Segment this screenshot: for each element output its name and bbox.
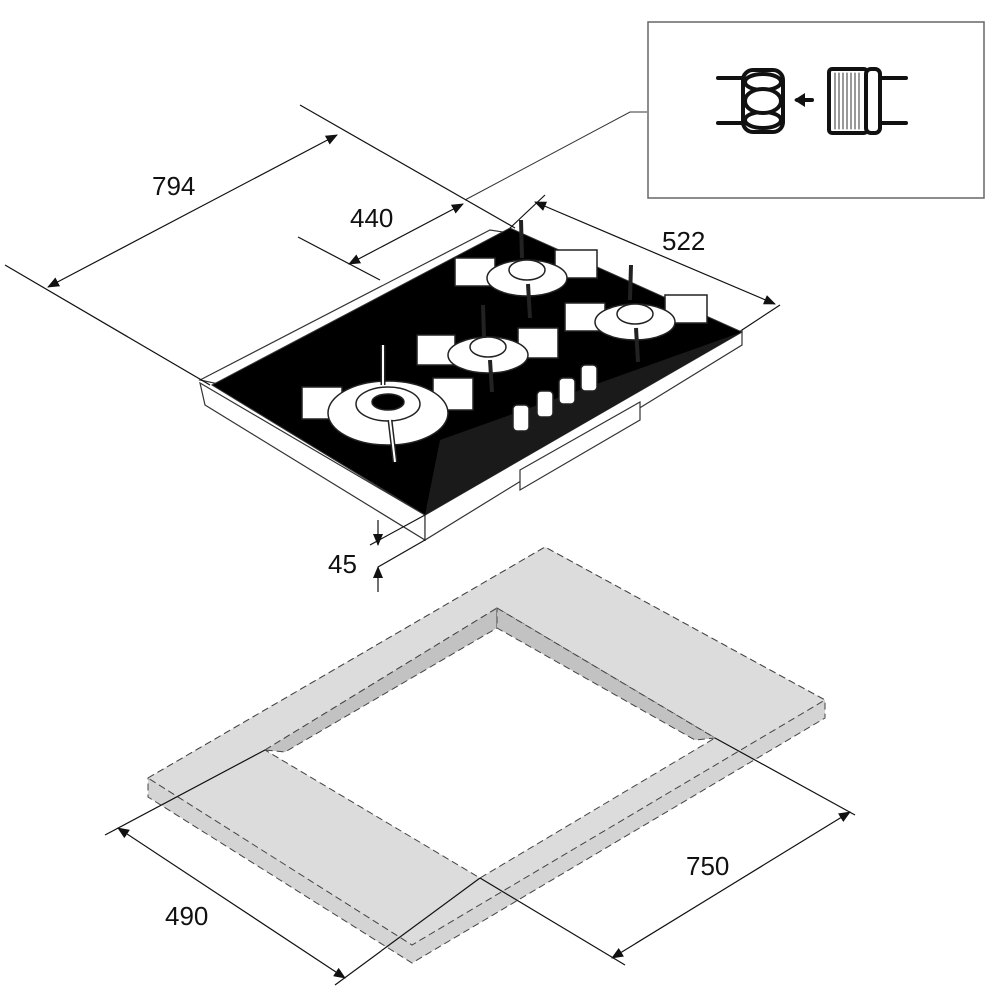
dimension-750: 750 <box>686 851 730 881</box>
burner-large <box>301 345 474 463</box>
burner-right <box>564 264 708 363</box>
dimension-522: 522 <box>662 226 706 256</box>
knob-4 <box>580 364 598 392</box>
gas-fitting-connector-icon <box>716 67 908 135</box>
knob-3 <box>558 377 576 405</box>
dimension-490: 490 <box>165 901 209 931</box>
countertop <box>147 546 827 964</box>
connector-inset <box>464 21 985 201</box>
burner-mid <box>416 304 559 393</box>
dimension-440: 440 <box>350 203 394 233</box>
control-knobs <box>512 364 598 432</box>
knob-1 <box>512 404 530 432</box>
dimension-lines <box>4 104 856 986</box>
knob-2 <box>536 390 554 418</box>
gas-hob <box>198 219 744 542</box>
dimension-45: 45 <box>328 549 357 579</box>
dimension-794: 794 <box>152 171 196 201</box>
